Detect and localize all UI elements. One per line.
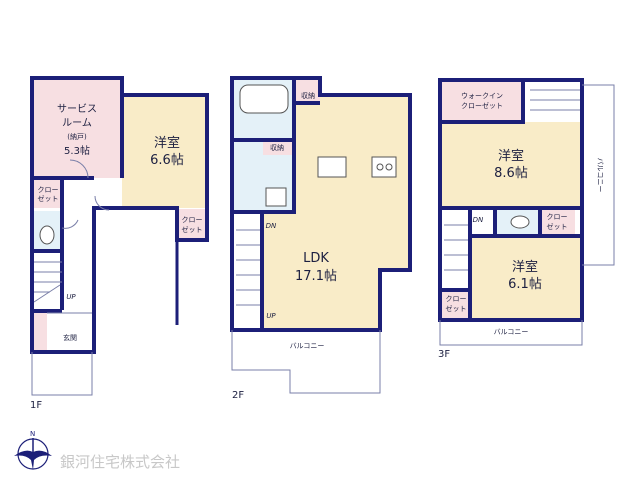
western-room-1f [122, 95, 207, 208]
floor-2f: 収納 収納 LDK 17.1帖 DN UP バルコニー 2F [230, 76, 412, 401]
entrance-label: 玄関 [63, 333, 77, 342]
stairs-down-3f: DN [473, 216, 484, 224]
floor-label-1f: 1F [30, 400, 42, 411]
company-logo: N 銀河住宅株式会社 [14, 430, 180, 471]
storage-2f-b: 収納 [270, 143, 284, 152]
balcony-2f: バルコニー [290, 342, 325, 350]
western-room-3f-a-name: 洋室 [498, 148, 524, 164]
kitchen-sink-icon [317, 156, 347, 178]
closet-1f-b-label-2: ゼット [182, 225, 203, 234]
floor-1f: サービス ルーム (納戸) 5.3帖 洋室 6.6帖 クロー ゼット クロー ゼ… [30, 76, 209, 411]
company-name: 銀河住宅株式会社 [60, 453, 180, 471]
ldk-size: 17.1帖 [295, 269, 337, 284]
western-room-3f-b [470, 236, 580, 318]
closet-3f-a-label-2: ゼット [547, 222, 568, 231]
balcony-3f-side: バルコニー [596, 158, 604, 193]
closet-3f-a-label-1: クロー [547, 213, 568, 221]
western-room-3f-b-name: 洋室 [512, 259, 538, 275]
closet-1f-b [177, 209, 207, 240]
closet-3f-b-label-2: ゼット [446, 304, 467, 313]
walk-in-closet-label-2: クローゼット [461, 101, 503, 110]
stairs-up-2f: UP [266, 312, 276, 320]
western-room-3f-a [442, 122, 580, 208]
stove-icon [371, 156, 397, 178]
service-room-label-1: サービス [57, 103, 97, 115]
closet-1f-a-label-1: クロー [38, 186, 59, 194]
western-room-3f-a-size: 8.6帖 [494, 166, 528, 181]
closet-1f-a [34, 180, 62, 208]
stairs-down-2f: DN [266, 222, 277, 230]
crane-icon [14, 450, 52, 470]
balcony-3f-bottom: バルコニー [494, 328, 529, 336]
service-room-size: 5.3帖 [64, 144, 90, 157]
closet-1f-b-label-1: クロー [182, 216, 203, 224]
floor-3f: ウォークイン クローゼット 洋室 8.6帖 洋室 6.1帖 クロー ゼット クロ… [438, 78, 615, 360]
service-room-label-3: (納戸) [67, 132, 87, 141]
walk-in-closet-label-1: ウォークイン [461, 92, 503, 100]
service-room-label-2: ルーム [62, 117, 92, 129]
storage-2f-a: 収納 [301, 91, 315, 100]
washbasin-icon [265, 187, 287, 207]
toilet-icon [39, 225, 55, 245]
floor-label-3f: 3F [438, 349, 450, 360]
ldk-name: LDK [303, 251, 329, 266]
toilet-3f-icon [510, 215, 530, 229]
shoe-box [34, 313, 47, 352]
western-room-3f-b-size: 6.1帖 [508, 277, 542, 292]
ldk [262, 97, 408, 328]
closet-1f-a-label-2: ゼット [38, 194, 59, 203]
walk-in-closet [442, 82, 523, 122]
floor-label-2f: 2F [232, 390, 244, 401]
stairs-up-1f: UP [66, 293, 76, 301]
bathtub-icon [239, 84, 289, 114]
compass-north-label: N [30, 430, 35, 438]
closet-3f-b-label-1: クロー [446, 295, 467, 303]
western-room-1f-size: 6.6帖 [150, 153, 184, 168]
western-room-1f-name: 洋室 [154, 135, 180, 151]
